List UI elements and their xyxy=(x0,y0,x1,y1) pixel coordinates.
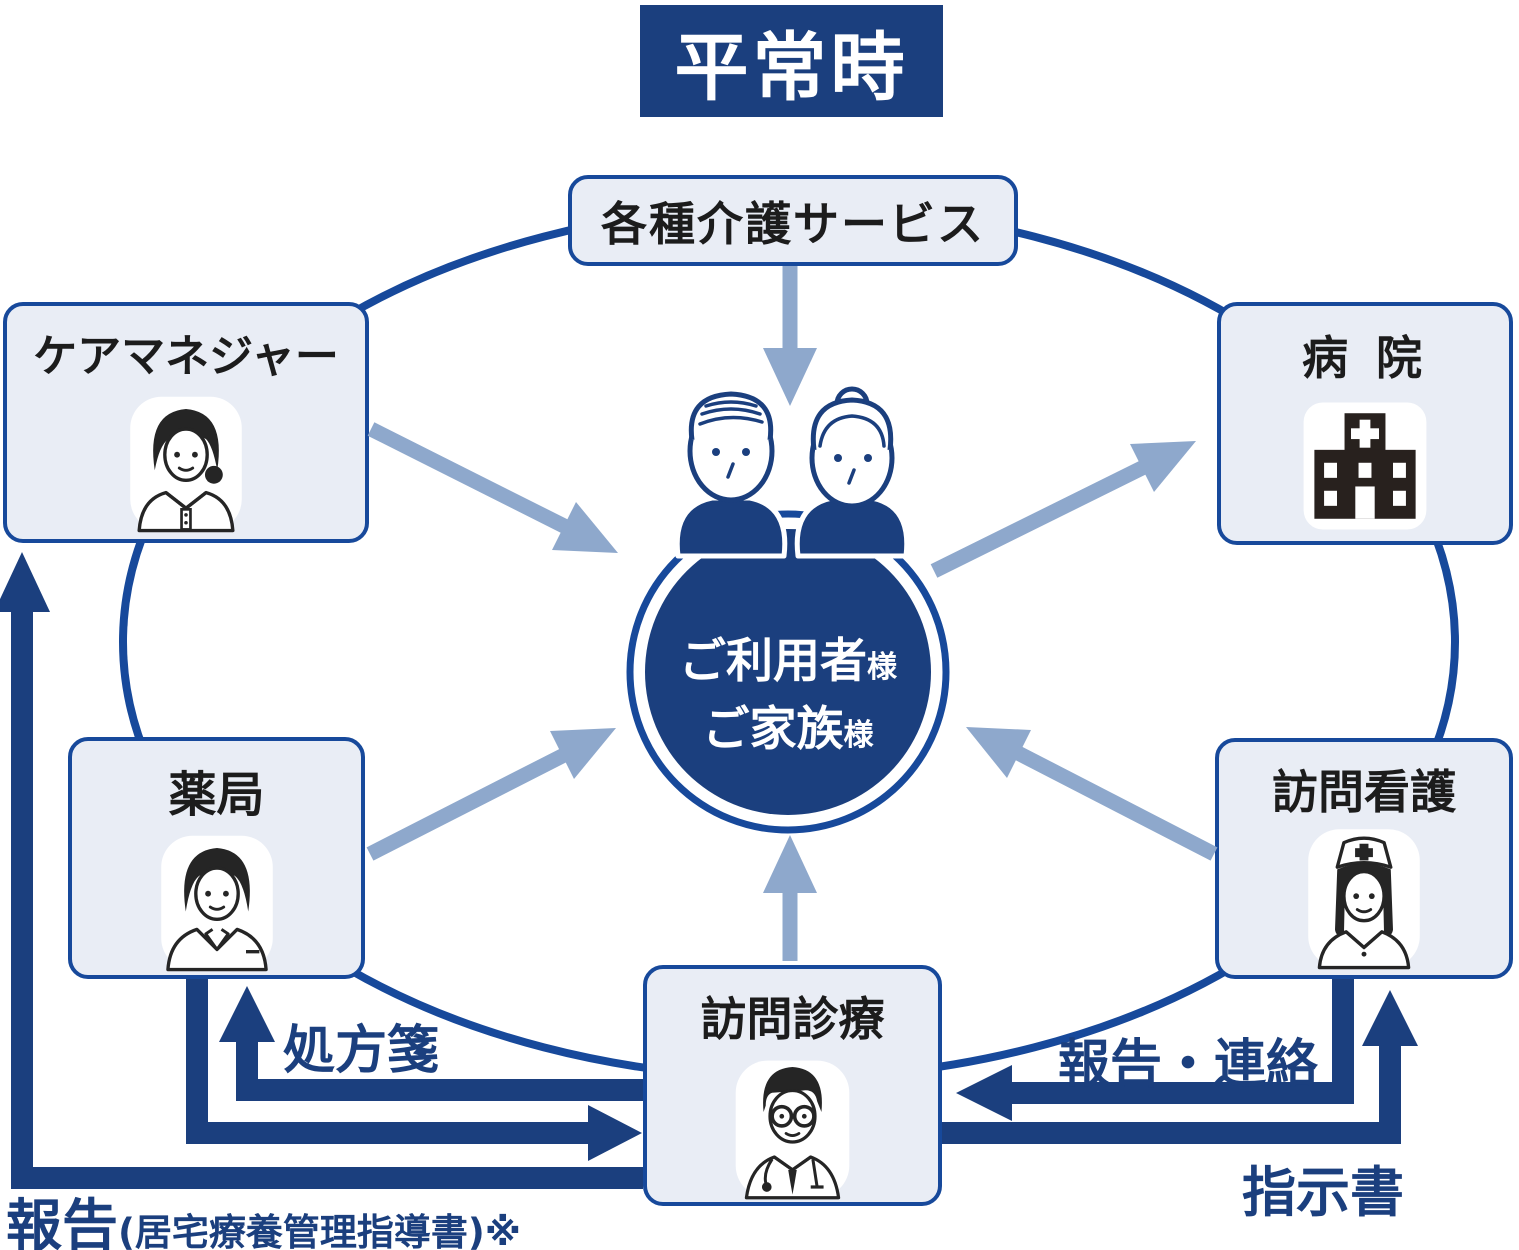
report-note-label: 報告(居宅療養管理指導書)※ xyxy=(6,1194,521,1250)
hospital-label: 病 院 xyxy=(1301,331,1428,385)
prescription-arrow xyxy=(219,986,643,1101)
care-manager-person-icon xyxy=(106,386,266,539)
instruction-arrow xyxy=(942,990,1418,1144)
report-to-care-manager-arrow xyxy=(0,552,643,1189)
node-visiting-nurse: 訪問看護 xyxy=(1215,738,1513,979)
home-medical-label: 訪問診療 xyxy=(700,992,885,1046)
center-line-users: ご利用者様 xyxy=(679,634,897,689)
doctor-person-icon xyxy=(710,1051,875,1202)
hospital-building-icon xyxy=(1290,390,1440,541)
node-care-manager: ケアマネジャー xyxy=(3,302,369,543)
nurse-person-icon xyxy=(1284,824,1444,975)
care-services-label: 各種介護サービス xyxy=(601,196,985,251)
nurse-report-contact-arrow xyxy=(956,978,1354,1121)
report-contact-label: 報告・連絡 xyxy=(1058,1035,1319,1095)
instruction-label: 指示書 xyxy=(1242,1161,1404,1224)
pharmacy-to-doctor-arrow xyxy=(186,978,642,1161)
node-care-services: 各種介護サービス xyxy=(568,175,1018,266)
diagram-title: 平常時 xyxy=(640,5,943,117)
node-pharmacy: 薬局 xyxy=(68,737,365,979)
center-line-family: ご家族様 xyxy=(702,702,874,758)
diagram-title-text: 平常時 xyxy=(674,24,909,111)
node-home-medical: 訪問診療 xyxy=(643,965,942,1206)
pharmacy-label: 薬局 xyxy=(168,767,265,823)
node-hospital: 病 院 xyxy=(1217,302,1513,545)
care-manager-label: ケアマネジャー xyxy=(33,331,339,382)
prescription-label: 処方箋 xyxy=(283,1021,440,1081)
visiting-nurse-label: 訪問看護 xyxy=(1272,765,1456,819)
center-circle-text: ご利用者様 ご家族様 xyxy=(613,628,963,764)
pharmacist-person-icon xyxy=(137,827,297,975)
